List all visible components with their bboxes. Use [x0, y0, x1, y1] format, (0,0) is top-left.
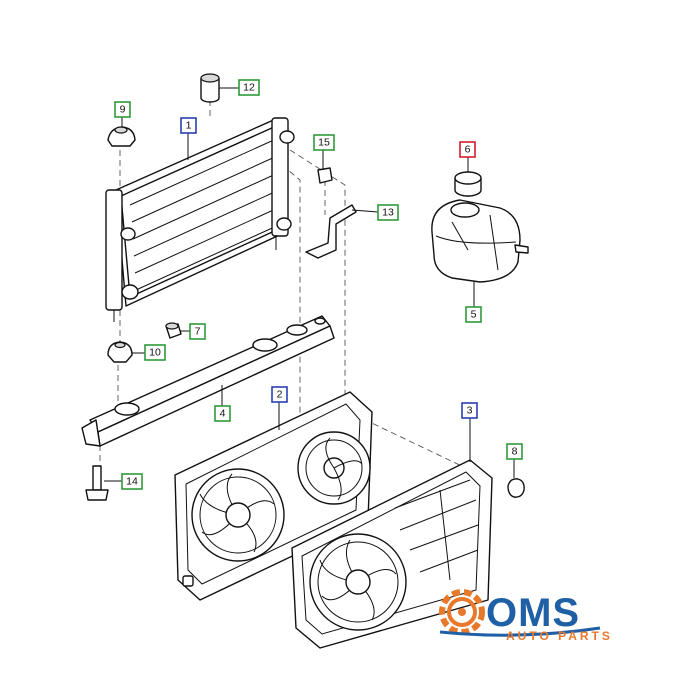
expansion-tank	[431, 199, 529, 283]
svg-text:4: 4	[220, 408, 226, 420]
svg-text:2: 2	[277, 389, 283, 401]
clip-15	[317, 167, 333, 184]
bolt-7	[165, 322, 182, 339]
callout-8: 8	[506, 443, 523, 460]
gear-icon	[439, 589, 485, 635]
bolt-14	[85, 465, 109, 501]
expansion-tank-cap	[454, 171, 482, 197]
lower-insulator-10	[107, 341, 133, 363]
clip-8	[507, 478, 525, 498]
svg-text:8: 8	[512, 446, 518, 458]
callout-13: 13	[377, 204, 399, 221]
svg-text:5: 5	[471, 309, 477, 321]
callout-2: 2	[271, 386, 288, 403]
svg-text:7: 7	[195, 326, 201, 338]
callout-7: 7	[189, 323, 206, 340]
callout-3: 3	[461, 402, 478, 419]
callout-5: 5	[465, 306, 482, 323]
leader-lines	[104, 87, 515, 482]
bracket-13	[305, 204, 357, 259]
upper-insulator-9	[107, 126, 136, 147]
svg-text:13: 13	[382, 207, 394, 219]
svg-text:14: 14	[126, 476, 138, 488]
fan-shroud-2	[174, 391, 373, 601]
svg-text:15: 15	[318, 137, 330, 149]
logo-tagline: AUTO PARTS	[506, 629, 613, 643]
radiator	[105, 117, 295, 322]
callout-14: 14	[121, 473, 143, 490]
svg-text:12: 12	[243, 82, 255, 94]
svg-text:6: 6	[465, 144, 471, 156]
callout-1: 1	[180, 117, 197, 134]
svg-text:3: 3	[467, 405, 473, 417]
logo-name: OMS	[486, 591, 580, 635]
callout-4: 4	[214, 405, 231, 422]
callout-6: 6	[459, 141, 476, 158]
callout-10: 10	[144, 344, 166, 361]
callout-9: 9	[114, 101, 131, 118]
lower-bracket	[81, 315, 335, 447]
svg-text:1: 1	[186, 120, 192, 132]
callout-15: 15	[313, 134, 335, 151]
radiator-bush-12	[200, 73, 220, 103]
svg-text:10: 10	[149, 347, 161, 359]
oms-logo: OMS AUTO PARTS	[439, 589, 613, 643]
svg-text:9: 9	[120, 104, 126, 116]
callout-12: 12	[238, 79, 260, 96]
